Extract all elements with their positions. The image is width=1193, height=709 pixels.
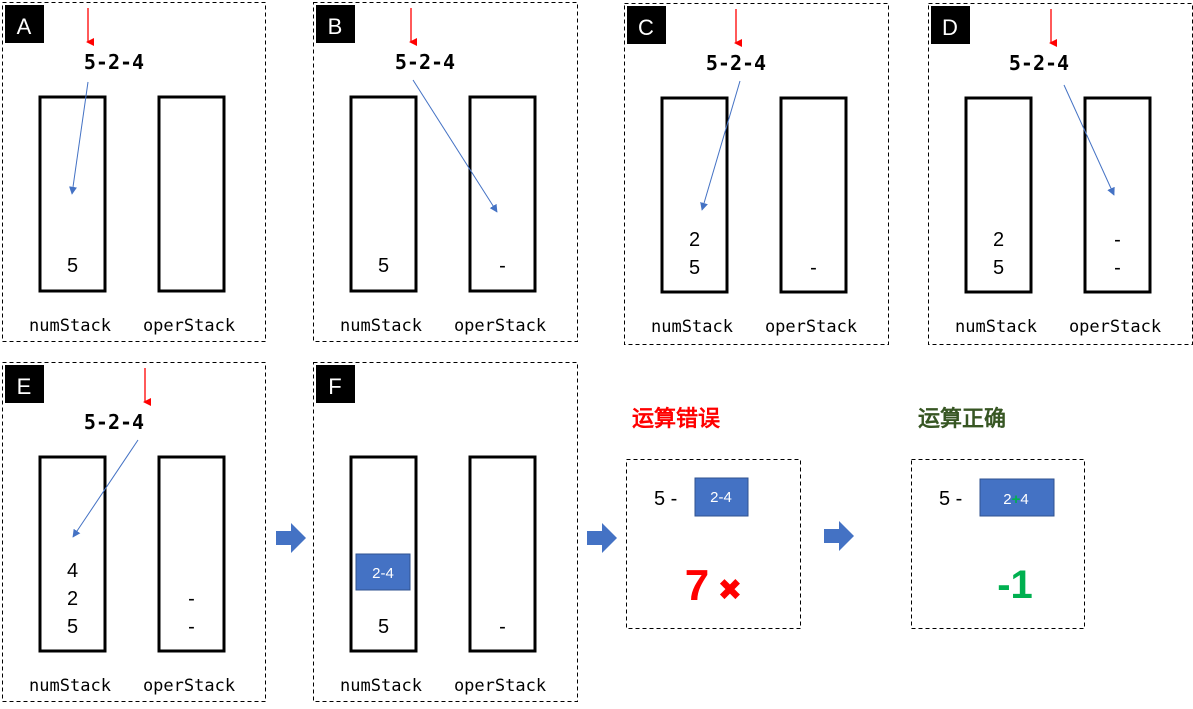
right-grouped-op: + bbox=[1012, 491, 1021, 508]
panel-a: A 5-2-4 5 numStack operStack bbox=[2, 2, 266, 342]
panel-label-badge bbox=[5, 5, 44, 43]
wrong-grouped-text: 2-4 bbox=[710, 489, 732, 506]
right-result-value: -1 bbox=[997, 563, 1033, 607]
oper-stack-label: operStack bbox=[143, 316, 235, 336]
results-layer: 运算错误 5 - 2-4 7✖ 运算正确 5 - 2+4 -1 bbox=[276, 406, 1085, 629]
panel-b: B 5-2-4 5 - numStack operStack bbox=[313, 2, 578, 342]
wrong-grouped-box bbox=[694, 477, 749, 517]
oper-stack-box bbox=[779, 96, 848, 294]
push-arrow bbox=[69, 81, 89, 195]
num-stack-item: 5 bbox=[378, 616, 389, 638]
oper-stack-item: - bbox=[810, 257, 817, 279]
push-arrow bbox=[1063, 84, 1115, 196]
wrong-result-value: 7 bbox=[685, 561, 709, 610]
oper-stack-item: - bbox=[499, 616, 506, 638]
num-stack-label: numStack bbox=[955, 317, 1037, 337]
num-stack-box bbox=[38, 455, 107, 653]
panel-e: E 5-2-4 5 2 4 - - numStack operStack bbox=[2, 362, 266, 702]
expression-text: 5-2-4 bbox=[706, 51, 766, 75]
panel-d: D 5-2-4 5 2 - - numStack operStack bbox=[928, 3, 1193, 345]
panel-letter: C bbox=[638, 15, 654, 40]
num-stack-label: numStack bbox=[29, 676, 111, 696]
panel-letter: A bbox=[17, 14, 32, 39]
oper-stack-item: - bbox=[499, 255, 506, 277]
panel-label-badge bbox=[316, 5, 355, 43]
right-result-panel bbox=[911, 459, 1085, 629]
num-stack-label: numStack bbox=[340, 676, 422, 696]
expression-text: 5-2-4 bbox=[395, 50, 455, 74]
next-step-arrow bbox=[276, 523, 306, 553]
panel-label-badge bbox=[316, 365, 355, 403]
num-stack-item: 4 bbox=[67, 560, 78, 582]
right-grouped-right: 4 bbox=[1020, 491, 1028, 508]
num-stack-highlight-text: 2-4 bbox=[372, 565, 394, 582]
num-stack-label: numStack bbox=[29, 316, 111, 336]
panel-f: F 5 2-4 - numStack operStack bbox=[313, 362, 578, 702]
wrong-result-panel bbox=[626, 459, 801, 629]
panel-letter: F bbox=[328, 374, 341, 399]
num-stack-item: 2 bbox=[689, 229, 700, 251]
to-right-result-arrow bbox=[824, 521, 854, 551]
oper-stack-item: - bbox=[188, 616, 195, 638]
num-stack-highlight-box bbox=[355, 553, 411, 591]
num-stack-item: 5 bbox=[67, 616, 78, 638]
panel-label-badge bbox=[627, 6, 666, 44]
num-stack-box bbox=[349, 95, 418, 293]
right-result-title: 运算正确 bbox=[918, 406, 1006, 432]
push-arrow bbox=[412, 79, 498, 213]
oper-stack-item: - bbox=[1114, 229, 1121, 251]
panel-letter: E bbox=[17, 374, 32, 399]
oper-stack-box bbox=[157, 95, 226, 293]
push-arrow bbox=[72, 439, 139, 538]
push-arrow bbox=[700, 80, 741, 211]
expression-text: 5-2-4 bbox=[84, 410, 144, 434]
panel-border bbox=[624, 3, 889, 345]
panel-letter: D bbox=[942, 15, 958, 40]
oper-stack-box bbox=[468, 95, 537, 293]
oper-stack-label: operStack bbox=[143, 676, 235, 696]
oper-stack-box bbox=[1083, 96, 1152, 294]
right-grouped-box bbox=[979, 478, 1055, 517]
num-stack-item: 5 bbox=[993, 257, 1004, 279]
oper-stack-label: operStack bbox=[454, 316, 546, 336]
to-wrong-result-arrow bbox=[587, 523, 617, 553]
num-stack-item: 5 bbox=[378, 255, 389, 277]
panel-letter: B bbox=[328, 14, 343, 39]
num-stack-item: 2 bbox=[67, 588, 78, 610]
oper-stack-box bbox=[157, 455, 226, 653]
panel-c: C 5-2-4 5 2 - numStack operStack bbox=[624, 3, 889, 345]
right-grouped-text: 2+4 bbox=[1003, 491, 1028, 508]
oper-stack-box bbox=[468, 455, 537, 653]
oper-stack-item: - bbox=[1114, 257, 1121, 279]
wrong-expression-prefix: 5 - bbox=[654, 488, 677, 510]
num-stack-item: 2 bbox=[993, 229, 1004, 251]
num-stack-item: 5 bbox=[689, 257, 700, 279]
panel-border bbox=[313, 2, 578, 342]
wrong-cross-icon: ✖ bbox=[717, 573, 742, 608]
num-stack-box bbox=[964, 96, 1033, 294]
oper-stack-label: operStack bbox=[765, 317, 857, 337]
expression-text: 5-2-4 bbox=[1009, 51, 1069, 75]
num-stack-label: numStack bbox=[340, 316, 422, 336]
panel-label-badge bbox=[5, 365, 44, 403]
right-expression-prefix: 5 - bbox=[939, 488, 962, 510]
right-grouped-left: 2 bbox=[1003, 491, 1011, 508]
expression-text: 5-2-4 bbox=[84, 50, 144, 74]
num-stack-item: 5 bbox=[67, 255, 78, 277]
oper-stack-label: operStack bbox=[454, 676, 546, 696]
num-stack-box bbox=[660, 96, 729, 294]
oper-stack-item: - bbox=[188, 588, 195, 610]
wrong-result-title: 运算错误 bbox=[632, 406, 721, 432]
oper-stack-label: operStack bbox=[1069, 317, 1161, 337]
panel-border bbox=[313, 362, 578, 702]
num-stack-label: numStack bbox=[651, 317, 733, 337]
panel-label-badge bbox=[931, 6, 970, 44]
